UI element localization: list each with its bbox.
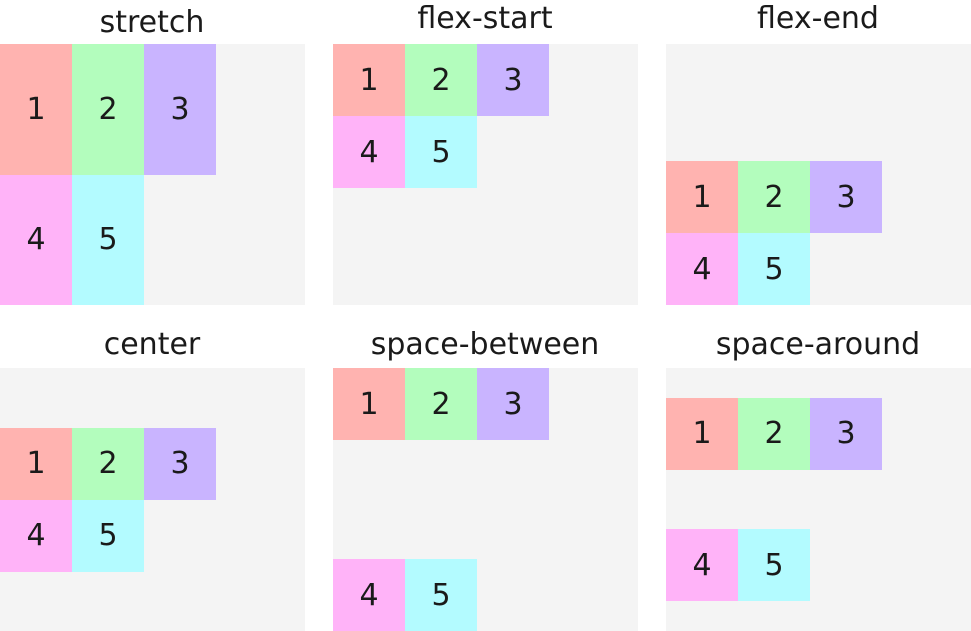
flex-item: 5: [405, 559, 477, 631]
flex-item: 3: [810, 397, 882, 470]
flex-item: 5: [738, 233, 810, 305]
flex-item: 3: [144, 44, 216, 175]
flex-item: 5: [72, 174, 144, 305]
flex-item: 4: [0, 499, 72, 572]
flex-item: 2: [405, 44, 477, 116]
flex-item: 4: [333, 116, 405, 188]
flex-item: 3: [810, 161, 882, 233]
flex-item: 5: [405, 116, 477, 188]
flex-item: 2: [738, 161, 810, 233]
panel-title: space-around: [715, 327, 921, 362]
flex-item: 4: [666, 233, 738, 305]
panel-title: stretch: [99, 5, 205, 40]
panel-title: flex-start: [417, 1, 553, 36]
flex-item: 1: [333, 44, 405, 116]
flex-item: 1: [666, 161, 738, 233]
panel-title: center: [103, 327, 201, 362]
flex-item: 5: [72, 499, 144, 572]
panel-title: space-between: [370, 327, 600, 362]
flex-item: 3: [477, 368, 549, 440]
flex-item: 5: [738, 529, 810, 602]
flex-item: 1: [0, 44, 72, 175]
flex-item: 4: [333, 559, 405, 631]
flex-item: 1: [333, 368, 405, 440]
panel-title: flex-end: [757, 1, 879, 36]
flex-item: 1: [666, 397, 738, 470]
flex-item: 3: [144, 427, 216, 500]
flex-item: 4: [0, 174, 72, 305]
flex-item: 2: [405, 368, 477, 440]
flex-item: 3: [477, 44, 549, 116]
flex-item: 1: [0, 427, 72, 500]
flex-item: 2: [72, 44, 144, 175]
flex-item: 4: [666, 529, 738, 602]
flex-item: 2: [72, 427, 144, 500]
flex-item: 2: [738, 397, 810, 470]
